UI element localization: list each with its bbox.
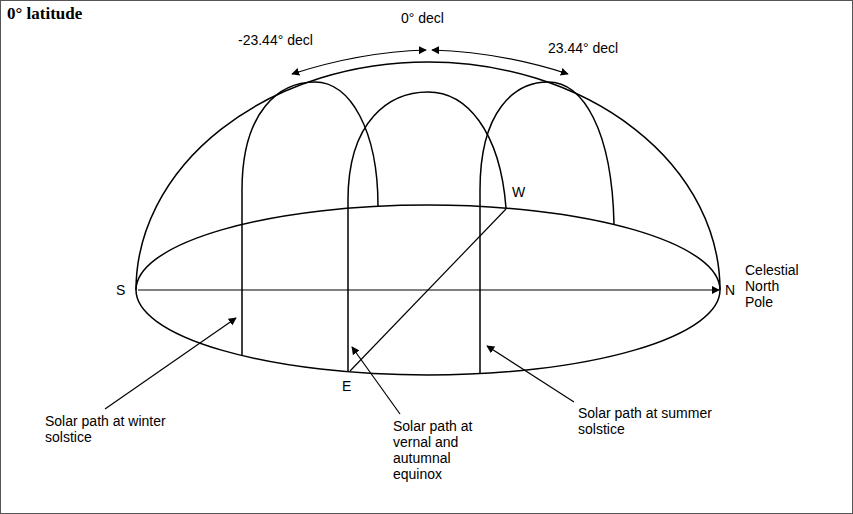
direction-label: E	[342, 378, 351, 394]
declination-arc	[292, 50, 426, 74]
winter-solar-path	[242, 82, 378, 355]
equinox-solar-path	[348, 92, 506, 371]
direction-label: N	[725, 282, 735, 298]
callout-label: Solar path at summer solstice	[578, 405, 720, 437]
south-north-axis	[138, 289, 719, 290]
direction-label: S	[116, 282, 125, 298]
leader-arrow	[105, 318, 236, 409]
declination-arc	[432, 50, 568, 74]
callout-label: Solar path at winter solstice	[45, 413, 175, 445]
diagram-title: 0° latitude	[7, 4, 82, 24]
callout-label: Solar path at vernal and autumnal equino…	[393, 418, 481, 482]
direction-label: W	[512, 184, 525, 200]
summer-solar-path	[480, 82, 614, 374]
declination-label: 0° decl	[401, 10, 444, 26]
leader-arrow	[487, 346, 574, 402]
celestial-dome	[136, 62, 720, 290]
horizon-ellipse	[136, 205, 720, 375]
leader-arrow	[352, 347, 400, 414]
pole-label: Celestial North Pole	[745, 262, 805, 310]
declination-label: -23.44° decl	[238, 32, 313, 48]
declination-label: 23.44° decl	[548, 40, 618, 56]
